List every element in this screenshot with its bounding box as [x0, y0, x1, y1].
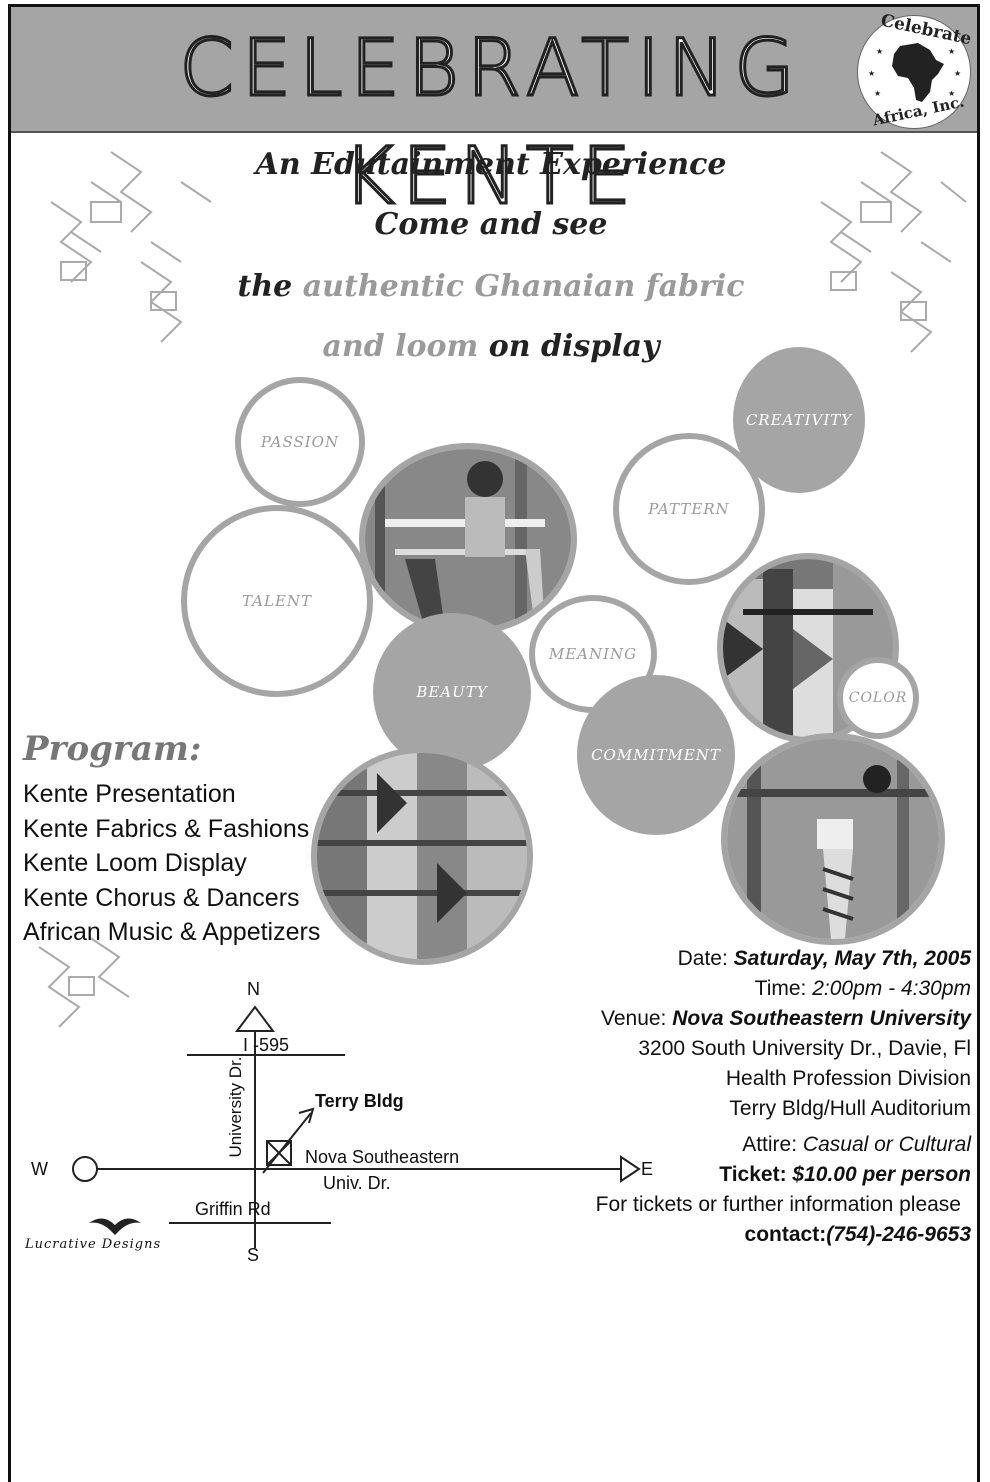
event-ticket: Ticket: $10.00 per person [719, 1163, 971, 1187]
map-griffin-label: Griffin Rd [195, 1199, 271, 1219]
attire-label: Attire: [742, 1133, 798, 1156]
talent-label: TALENT [241, 592, 313, 610]
headline-line-4: and loom on display [171, 329, 811, 364]
event-attire: Attire: Casual or Cultural [742, 1133, 971, 1157]
svg-text:★: ★ [876, 47, 883, 56]
venue-label: Venue: [600, 1007, 667, 1030]
event-date: Date: Saturday, May 7th, 2005 [678, 947, 971, 971]
ticket-value: $10.00 per person [792, 1163, 971, 1186]
color-label: COLOR [848, 690, 908, 706]
svg-text:★: ★ [948, 47, 955, 56]
pattern-label: PATTERN [648, 500, 730, 518]
map-nova-label: Nova Southeastern [305, 1147, 460, 1167]
event-venue: Venue: Nova Southeastern University [601, 1007, 971, 1031]
program-item-2: Kente Fabrics & Fashions [23, 815, 310, 843]
contact-label: contact: [744, 1223, 827, 1246]
map-univ-dr-label: Univ. Dr. [323, 1173, 391, 1193]
program-title: Program: [23, 729, 202, 769]
commitment-label: COMMITMENT [591, 746, 721, 764]
headline-authentic-fabric: authentic Ghanaian fabric [302, 269, 745, 304]
map-east: E [641, 1159, 654, 1179]
map-north: N [247, 979, 260, 999]
program-item-5: African Music & Appetizers [23, 918, 321, 946]
pattern-circle: PATTERN [613, 433, 765, 585]
talent-circle: TALENT [181, 505, 373, 697]
ticket-label: Ticket: [719, 1163, 787, 1186]
headline-the: the [237, 269, 293, 304]
event-contact: contact:(754)-246-9653 [745, 1223, 971, 1247]
event-room: Terry Bldg/Hull Auditorium [729, 1097, 971, 1120]
venue-value: Nova Southeastern University [672, 1007, 971, 1030]
meaning-circle: MEANING [529, 595, 657, 713]
map-university-dr-label: University Dr. [226, 1056, 245, 1158]
fabric-display-photo [311, 747, 533, 965]
program-item-3: Kente Loom Display [23, 849, 247, 877]
headline-line-2: Come and see [374, 207, 608, 242]
africa-map-icon: ★ ★ ★ ★ ★ ★ [868, 43, 961, 102]
time-label: Time: [754, 977, 807, 1000]
weaver-photo [359, 443, 577, 635]
creativity-circle: CREATIVITY [733, 347, 865, 493]
time-value: 2:00pm - 4:30pm [812, 977, 971, 1000]
beauty-circle: BEAUTY [373, 613, 531, 771]
svg-text:★: ★ [954, 69, 961, 78]
kente-cloth-photo [717, 553, 899, 743]
weaver-loom-image [365, 449, 571, 629]
kente-motif-bottom-left [38, 936, 130, 1028]
headline-line-1: An Edutainment Experience [255, 147, 727, 182]
banner: CELEBRATING KENTE ★ ★ ★ ★ ★ ★ Celebrate … [11, 7, 977, 224]
banner-title: CELEBRATING KENTE [178, 23, 803, 224]
meaning-label: MEANING [548, 645, 638, 663]
event-address: 3200 South University Dr., Davie, Fl [638, 1037, 971, 1060]
directions-map [72, 1005, 641, 1248]
event-time: Time: 2:00pm - 4:30pm [755, 977, 971, 1001]
headline-on-display: on display [488, 329, 660, 364]
svg-text:★: ★ [874, 89, 881, 98]
headline-line-3: the authentic Ghanaian fabric [171, 269, 811, 304]
map-highway-label: I -595 [243, 1035, 290, 1055]
commitment-circle: COMMITMENT [577, 675, 735, 835]
color-circle: COLOR [837, 657, 919, 739]
celebrate-africa-logo: ★ ★ ★ ★ ★ ★ Celebrate Africa, Inc. [857, 11, 973, 129]
headline-and-loom: and loom [322, 329, 479, 364]
designer-credit: Lucrative Designs [25, 1237, 162, 1252]
lucrative-designs-logo-icon [89, 1218, 141, 1235]
contact-value: (754)-246-9653 [826, 1223, 971, 1246]
program-item-4: Kente Chorus & Dancers [23, 884, 300, 912]
kente-motif-top-left [50, 151, 212, 343]
map-south: S [247, 1245, 260, 1265]
event-info-line: For tickets or further information pleas… [595, 1193, 961, 1216]
svg-text:★: ★ [868, 69, 875, 78]
svg-text:★: ★ [948, 89, 955, 98]
event-division: Health Profession Division [725, 1067, 971, 1090]
attire-value: Casual or Cultural [802, 1133, 971, 1156]
beauty-label: BEAUTY [416, 683, 488, 701]
map-west: W [31, 1159, 48, 1179]
map-terry-bldg-label: Terry Bldg [315, 1091, 404, 1111]
program-item-1: Kente Presentation [23, 780, 236, 808]
kente-motif-top-right [820, 151, 967, 353]
loom-image [727, 739, 939, 939]
passion-circle: PASSION [235, 377, 365, 507]
date-value: Saturday, May 7th, 2005 [733, 947, 971, 970]
passion-label: PASSION [260, 433, 340, 451]
creativity-label: CREATIVITY [745, 411, 853, 429]
date-label: Date: [677, 947, 728, 970]
fabric-display-image [317, 753, 527, 959]
loom-photo [721, 733, 945, 945]
flyer-page: CELEBRATING KENTE ★ ★ ★ ★ ★ ★ Celebrate … [8, 4, 980, 1482]
